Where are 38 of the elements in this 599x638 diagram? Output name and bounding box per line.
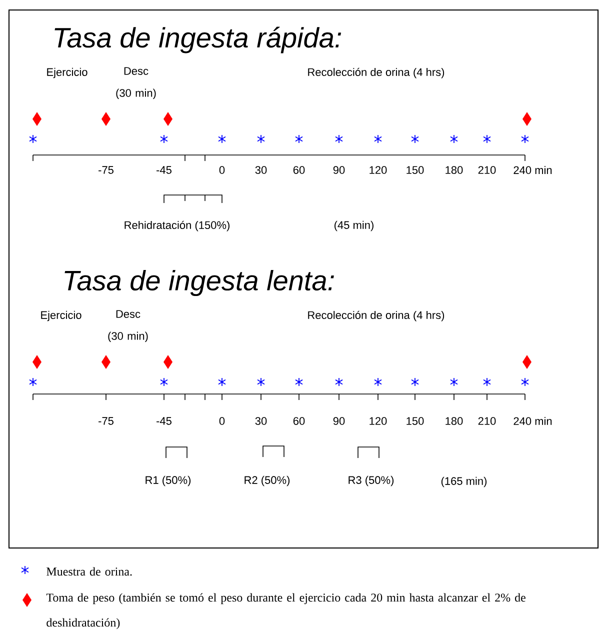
tick-label: -45	[156, 166, 172, 174]
duration-label: (45 min)	[334, 220, 374, 232]
tick-label: 150	[406, 166, 424, 174]
tick-label: 240 min	[514, 166, 552, 174]
tick-label: 180	[446, 166, 463, 174]
duration-label: (165 min)	[441, 476, 487, 488]
rehydration-label: R1 (50%)	[146, 476, 191, 486]
phase-label: Ejercicio	[41, 310, 82, 322]
tick-label: 120	[370, 417, 387, 425]
tick-label: 0	[219, 166, 225, 174]
rehydration-label: Rehidratación (150%)	[124, 220, 230, 232]
tick-label: 90	[333, 417, 345, 425]
tick-label: 30	[255, 166, 267, 174]
tick-label: 210	[478, 417, 496, 425]
tick-label: 60	[293, 417, 305, 425]
tick-label: 210	[478, 166, 496, 174]
tick-label: 60	[293, 166, 305, 174]
phase-label: Recolección de orina (4 hrs)	[308, 310, 444, 322]
phase-label: Recolección de orina (4 hrs)	[308, 68, 444, 78]
phase-label: Ejercicio	[47, 68, 88, 78]
rehydration-label: R2 (50%)	[244, 476, 290, 486]
tick-label: -45	[156, 417, 172, 425]
phase-label: Desc (30 min)	[108, 310, 148, 342]
tick-label: 0	[219, 417, 225, 425]
tick-label: 240 min	[514, 416, 552, 426]
tick-label: 180	[446, 417, 463, 425]
legend-text: Toma de peso (también se tomó el peso durante el ejercicio cada 20 min hasta alcanzar el 2% de deshidratación)	[46, 593, 526, 630]
tick-label: 30	[255, 417, 267, 425]
panel-heading: Tasa de ingesta lenta:	[64, 270, 334, 296]
tick-label: 150	[406, 417, 424, 425]
legend-text: Muestra de orina.	[46, 567, 132, 576]
tick-label: -75	[98, 417, 114, 425]
tick-label: 120	[370, 166, 387, 174]
tick-label: -75	[98, 166, 114, 174]
tick-label: 90	[333, 166, 345, 174]
phase-label: Desc (30 min)	[116, 67, 156, 100]
panel-heading: Tasa de ingesta rápida:	[54, 26, 342, 54]
rehydration-label: R3 (50%)	[348, 476, 394, 486]
